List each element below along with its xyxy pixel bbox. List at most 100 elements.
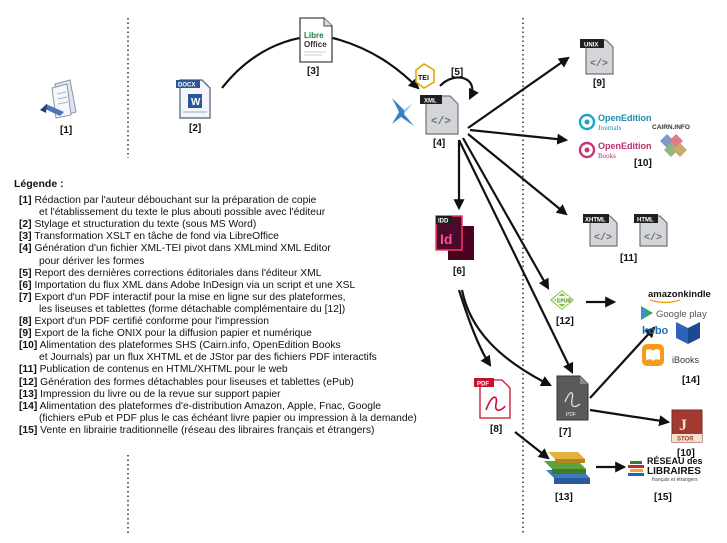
docx-file-icon: DOCX W <box>176 79 211 119</box>
html-badge: HTML <box>637 218 654 224</box>
svg-text:</>: </> <box>590 58 608 70</box>
jstor-label: STOR <box>677 437 694 443</box>
node-label-14: [14] <box>682 375 700 386</box>
legend-item-number: [11] <box>19 364 37 376</box>
legend-item-text: Rédaction par l'auteur débouchant sur la… <box>31 195 317 207</box>
author-writing-icon <box>40 79 77 119</box>
legend-item-text: Export d'un PDF certifié conforme pour l… <box>31 316 270 328</box>
arrow-4-to-12 <box>462 137 550 290</box>
legend-item-text: Report des dernières corrections éditori… <box>31 267 322 279</box>
id-label: Id <box>440 231 452 247</box>
reseau-label-2: LIBRAIRES <box>647 466 701 477</box>
legend-item: [6] Importation du flux XML dans Adobe I… <box>19 280 434 292</box>
cairn-logo: CAIRN.INFO <box>652 124 690 157</box>
legend-item-number: [7] <box>19 291 32 303</box>
kobo-label: kobo <box>642 325 669 337</box>
ibooks-logo: iBooks <box>642 344 700 366</box>
legend-item-number: [13] <box>19 388 38 400</box>
node-label-11: [11] <box>620 253 637 264</box>
indesign-icon: IDD Id <box>435 215 474 260</box>
arrow-7-to-10 <box>589 408 671 427</box>
unix-onix-file-icon: UNIX </> <box>580 39 614 75</box>
legend-item-text: Stylage et structuration du texte (sous … <box>31 219 257 231</box>
legend-item: [15] Vente en librairie traditionnelle (… <box>19 425 434 437</box>
xml-badge: XML <box>424 99 437 105</box>
legend-item: [12] Génération des formes détachables p… <box>19 377 434 389</box>
legend-item: [13] Impression du livre ou de la revue … <box>19 389 434 401</box>
kobo-logo: kobo <box>642 325 669 337</box>
legend-title: Légende : <box>14 178 64 190</box>
legend-item-number: [14] <box>19 400 38 412</box>
node-label-3: [3] <box>307 66 319 77</box>
legend-item-continuation: et Journals) par un flux XHTML et de JSt… <box>39 352 377 364</box>
node-label-10-top: [10] <box>634 158 652 169</box>
legend-item: [3] Transformation XSLT en tâche de fond… <box>19 231 434 243</box>
journals-label: Journals <box>598 124 622 132</box>
legend-item-number: [6] <box>19 279 32 291</box>
legend-item-text: Génération des formes détachables pour l… <box>37 376 354 388</box>
legend-item-text: Export de la fiche ONIX pour la diffusio… <box>31 328 312 340</box>
unix-badge: UNIX <box>584 43 598 49</box>
html-file-icon: HTML </> <box>634 214 668 247</box>
legend-item-text: Vente en librairie traditionnelle (résea… <box>37 424 375 436</box>
arrow-8-to-13 <box>514 431 550 460</box>
node-label-9: [9] <box>593 78 605 89</box>
legend-item-continuation: les liseuses et tablettes (forme détacha… <box>39 303 346 315</box>
openedition-journals-logo: OpenEdition Journals <box>578 113 652 132</box>
reseau-label-1: RÉSEAU des <box>647 456 703 466</box>
legend-item-continuation: (fichiers ePub et PDF plus le cas échéan… <box>39 412 417 424</box>
pdf-print-icon: PDF <box>474 378 511 419</box>
svg-text:</>: </> <box>644 232 662 244</box>
idd-badge: IDD <box>438 219 449 225</box>
svg-text:J: J <box>679 417 687 434</box>
node-label-10-bottom: [10] <box>677 448 695 459</box>
svg-text:</>: </> <box>594 232 612 244</box>
node-label-2: [2] <box>189 123 201 134</box>
legend-item-text: Publication de contenus en HTML/XHTML po… <box>36 364 288 376</box>
reseau-des-libraires-logo: RÉSEAU des LIBRAIRES français et étrange… <box>628 456 703 483</box>
xhtml-file-icon: XHTML </> <box>583 214 618 247</box>
arrow-6-to-8 <box>457 289 492 367</box>
arrow-4-to-9 <box>467 56 570 129</box>
epub-icon: EPUB <box>550 290 574 310</box>
legend-item-text: Importation du flux XML dans Adobe InDes… <box>31 279 356 291</box>
fnac-book-icon <box>676 322 700 344</box>
arrow-2-to-4 <box>221 35 420 90</box>
google-play-logo: Google play <box>641 306 707 320</box>
legend-item-continuation: pour dériver les formes <box>39 255 145 267</box>
legend-item-number: [4] <box>19 243 32 255</box>
office-label: Office <box>304 40 327 49</box>
legend-item: [11] Publication de contenus en HTML/XHT… <box>19 364 434 376</box>
legend-item-number: [9] <box>19 328 32 340</box>
svg-text:</>: </> <box>431 116 451 128</box>
legend-items: [1] Rédaction par l'auteur débouchant su… <box>14 195 434 437</box>
openedition-books-logo: OpenEdition Books <box>578 141 652 160</box>
legend-item: [10] Alimentation des plateformes SHS (C… <box>19 340 434 364</box>
arrow-4-to-7 <box>458 139 574 374</box>
printed-books-icon <box>544 452 590 484</box>
legend-item-number: [12] <box>19 376 38 388</box>
cairn-label: CAIRN.INFO <box>652 124 690 131</box>
legend-item-number: [3] <box>19 231 32 243</box>
legend-item-number: [5] <box>19 267 32 279</box>
legend-item: [5] Report des dernières corrections édi… <box>19 268 434 280</box>
legend-item-text: Alimentation des plateformes d'e-distrib… <box>37 400 381 412</box>
legend-item: [2] Stylage et structuration du texte (s… <box>19 219 434 231</box>
legend-item: [7] Export d'un PDF interactif pour la m… <box>19 292 434 316</box>
reseau-label-3: français et étrangers <box>652 477 698 483</box>
legend-item-text: Alimentation des plateformes SHS (Cairn.… <box>37 340 341 352</box>
pdf-interactive-icon: PDF <box>556 375 589 421</box>
node-label-1: [1] <box>60 125 72 136</box>
xmlmind-editor-icon <box>392 98 414 126</box>
epub-label: EPUB <box>557 299 571 305</box>
legend-item-number: [15] <box>19 424 38 436</box>
node-label-7: [7] <box>559 427 571 438</box>
legend-item: [1] Rédaction par l'auteur débouchant su… <box>19 195 434 219</box>
jstor-logo: J STOR <box>671 409 703 443</box>
xhtml-badge: XHTML <box>585 218 606 224</box>
legend-item-text: Transformation XSLT en tâche de fond via… <box>31 231 279 243</box>
tei-label: TEI <box>418 75 429 82</box>
docx-badge: DOCX <box>178 83 195 89</box>
legend-item-continuation: et l'établissement du texte le plus abou… <box>39 207 326 219</box>
